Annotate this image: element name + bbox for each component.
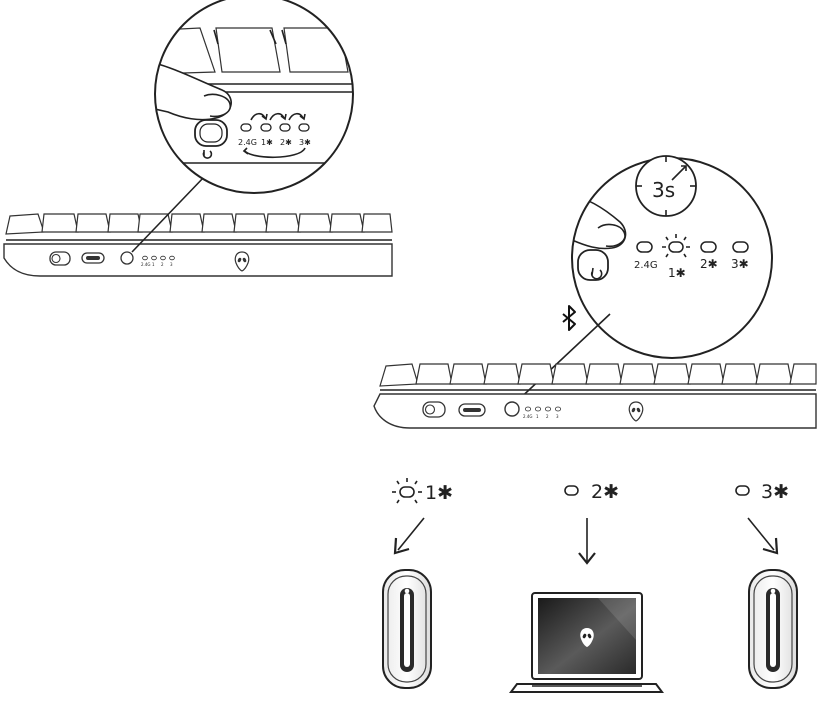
keyboard-left-body [3, 243, 393, 277]
alien-logo-icon [580, 628, 594, 647]
zoom-left-callout: 2.4G 1✱ 2✱ 3✱ [154, 0, 354, 194]
device-3-indicator: 3✱ [735, 481, 789, 503]
keyboard-left-led-label-0: 2.4G [141, 262, 150, 267]
timer-label: 3s [652, 178, 675, 202]
keyboard-left-leds [142, 255, 175, 261]
keyboard-left: 2.4G 1 2 3 [3, 213, 393, 277]
alien-logo-icon [628, 401, 644, 422]
desktop-tower-1-icon [382, 569, 432, 689]
zoom-right-callout: 2.4G 1✱ 2✱ 3✱ 3s [571, 155, 773, 359]
laptop-icon [509, 592, 664, 693]
keyboard-right-led-label-0: 2.4G [523, 414, 532, 419]
arrow-to-device-2 [578, 518, 596, 565]
connection-button-icon [504, 401, 520, 417]
keyboard-left-keys [5, 213, 393, 235]
keyboard-right-leds [525, 406, 562, 412]
zoom-left-led-label-2: 2✱ [280, 138, 292, 147]
zoom-right-led-label-0: 2.4G [634, 260, 658, 271]
zoom-right-leader-line [513, 313, 611, 405]
zoom-right-led-label-1: 1✱ [668, 266, 686, 280]
device-2-label: 2✱ [591, 481, 619, 503]
keyboard-left-led-label-3: 3 [170, 262, 173, 267]
desktop-tower-2-icon [748, 569, 798, 689]
active-led-icon [392, 478, 422, 504]
zoom-left-led-label-3: 3✱ [299, 138, 311, 147]
device-2-indicator: 2✱ [564, 481, 619, 503]
inactive-led-icon [735, 485, 750, 496]
zoom-right-led-label-3: 3✱ [731, 257, 749, 271]
zoom-right-led-label-2: 2✱ [700, 257, 718, 271]
alien-logo-icon [234, 251, 250, 272]
zoom-left-leader-line [131, 175, 206, 253]
keyboard-right-led-label-1: 1 [536, 414, 539, 419]
bluetooth-icon [562, 305, 576, 331]
inactive-led-icon [564, 485, 579, 496]
zoom-left-led-label-1: 1✱ [261, 138, 273, 147]
arrow-to-device-1 [393, 517, 425, 555]
zoom-right-led-1-active [662, 234, 690, 258]
device-1-label: 1✱ [425, 482, 453, 504]
arrow-to-device-3 [747, 517, 779, 555]
keyboard-right: 2.4G 1 2 3 [373, 363, 817, 429]
device-1-indicator: 1✱ [392, 478, 453, 504]
keyboard-left-led-label-1: 1 [152, 262, 155, 267]
keyboard-left-led-label-2: 2 [161, 262, 164, 267]
connection-button-icon [120, 251, 134, 265]
timer-icon [635, 155, 697, 217]
keyboard-right-led-label-2: 2 [546, 414, 549, 419]
keyboard-right-led-label-3: 3 [556, 414, 559, 419]
keyboard-right-keys [379, 363, 817, 387]
device-3-label: 3✱ [761, 481, 789, 503]
keyboard-right-body [373, 393, 817, 429]
bluetooth-symbol-text: ✱ [0, 0, 1, 1]
zoom-left-led-label-0: 2.4G [238, 138, 257, 147]
